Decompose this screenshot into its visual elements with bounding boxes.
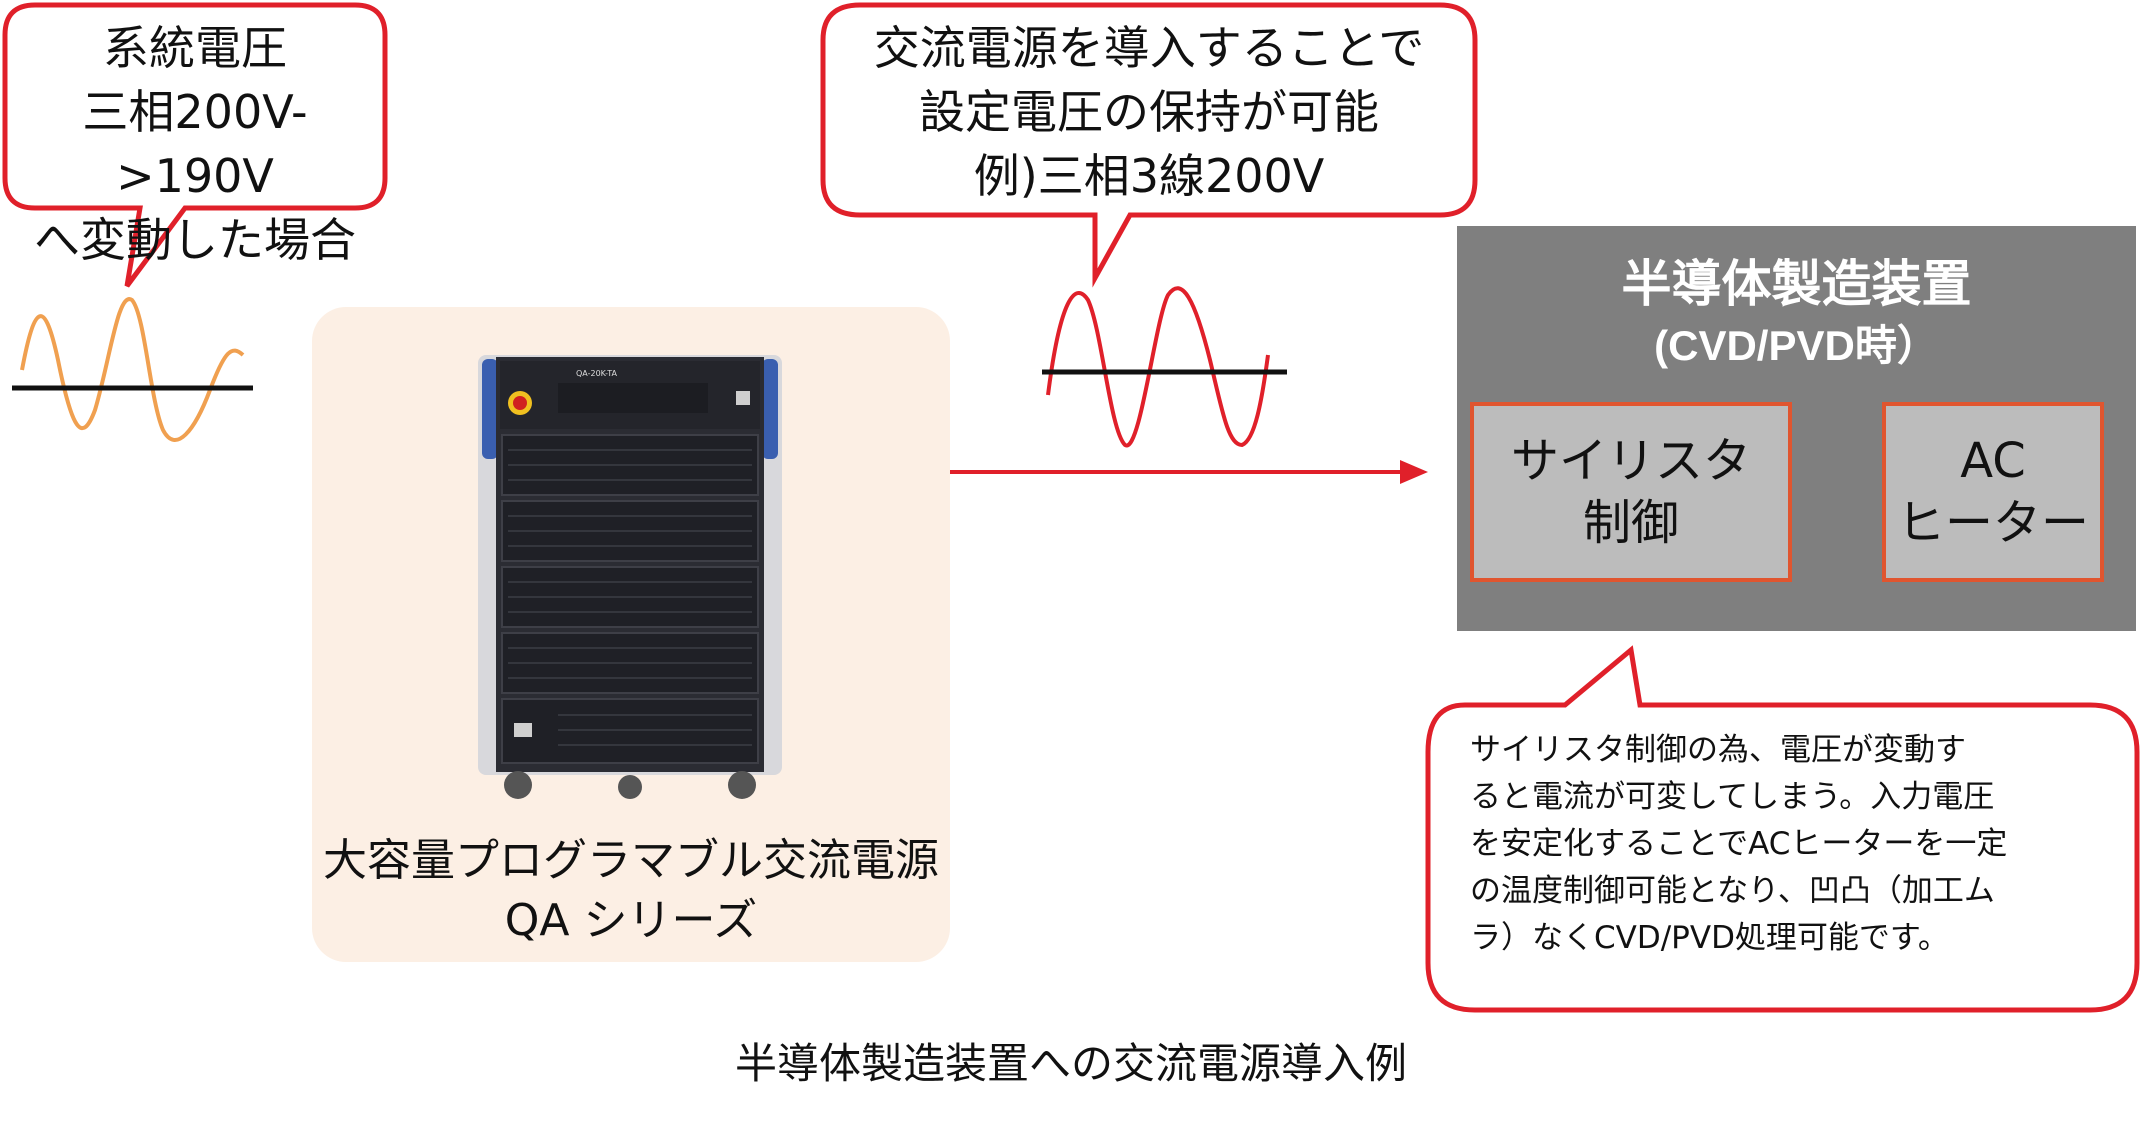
thyristor-control-box: サイリスタ 制御	[1470, 402, 1792, 582]
sine-wave-icon	[1042, 286, 1287, 448]
grid-voltage-bubble	[2, 2, 388, 288]
device-name: 大容量プログラマブル交流電源	[323, 835, 939, 886]
figure-caption: 半導体製造装置への交流電源導入例	[734, 1039, 1407, 1088]
sine-wave-icon	[12, 297, 253, 442]
model-label: QA-20K-TA	[576, 369, 617, 378]
equipment-subtitle: (CVD/PVD時）	[1654, 322, 1939, 369]
ac-heater-box: AC ヒーター	[1882, 402, 2104, 582]
note-bubble	[1425, 645, 2140, 1013]
power-supply-cabinet-icon: QA-20K-TA	[478, 355, 782, 805]
grid-voltage-text: 系統電圧 三相200V->190V へ変動した場合	[34, 21, 356, 267]
ac-supply-text: 交流電源を導入することで 設定電圧の保持が可能 例)三相3線200V	[873, 21, 1425, 203]
note-text: サイリスタ制御の為、電圧が変動す ると電流が可変してしまう。入力電圧 を安定化す…	[1470, 732, 2008, 956]
ac-supply-bubble	[820, 2, 1478, 288]
equipment-title: 半導体製造装置	[1621, 256, 1972, 312]
device-series: QA シリーズ	[504, 895, 758, 946]
